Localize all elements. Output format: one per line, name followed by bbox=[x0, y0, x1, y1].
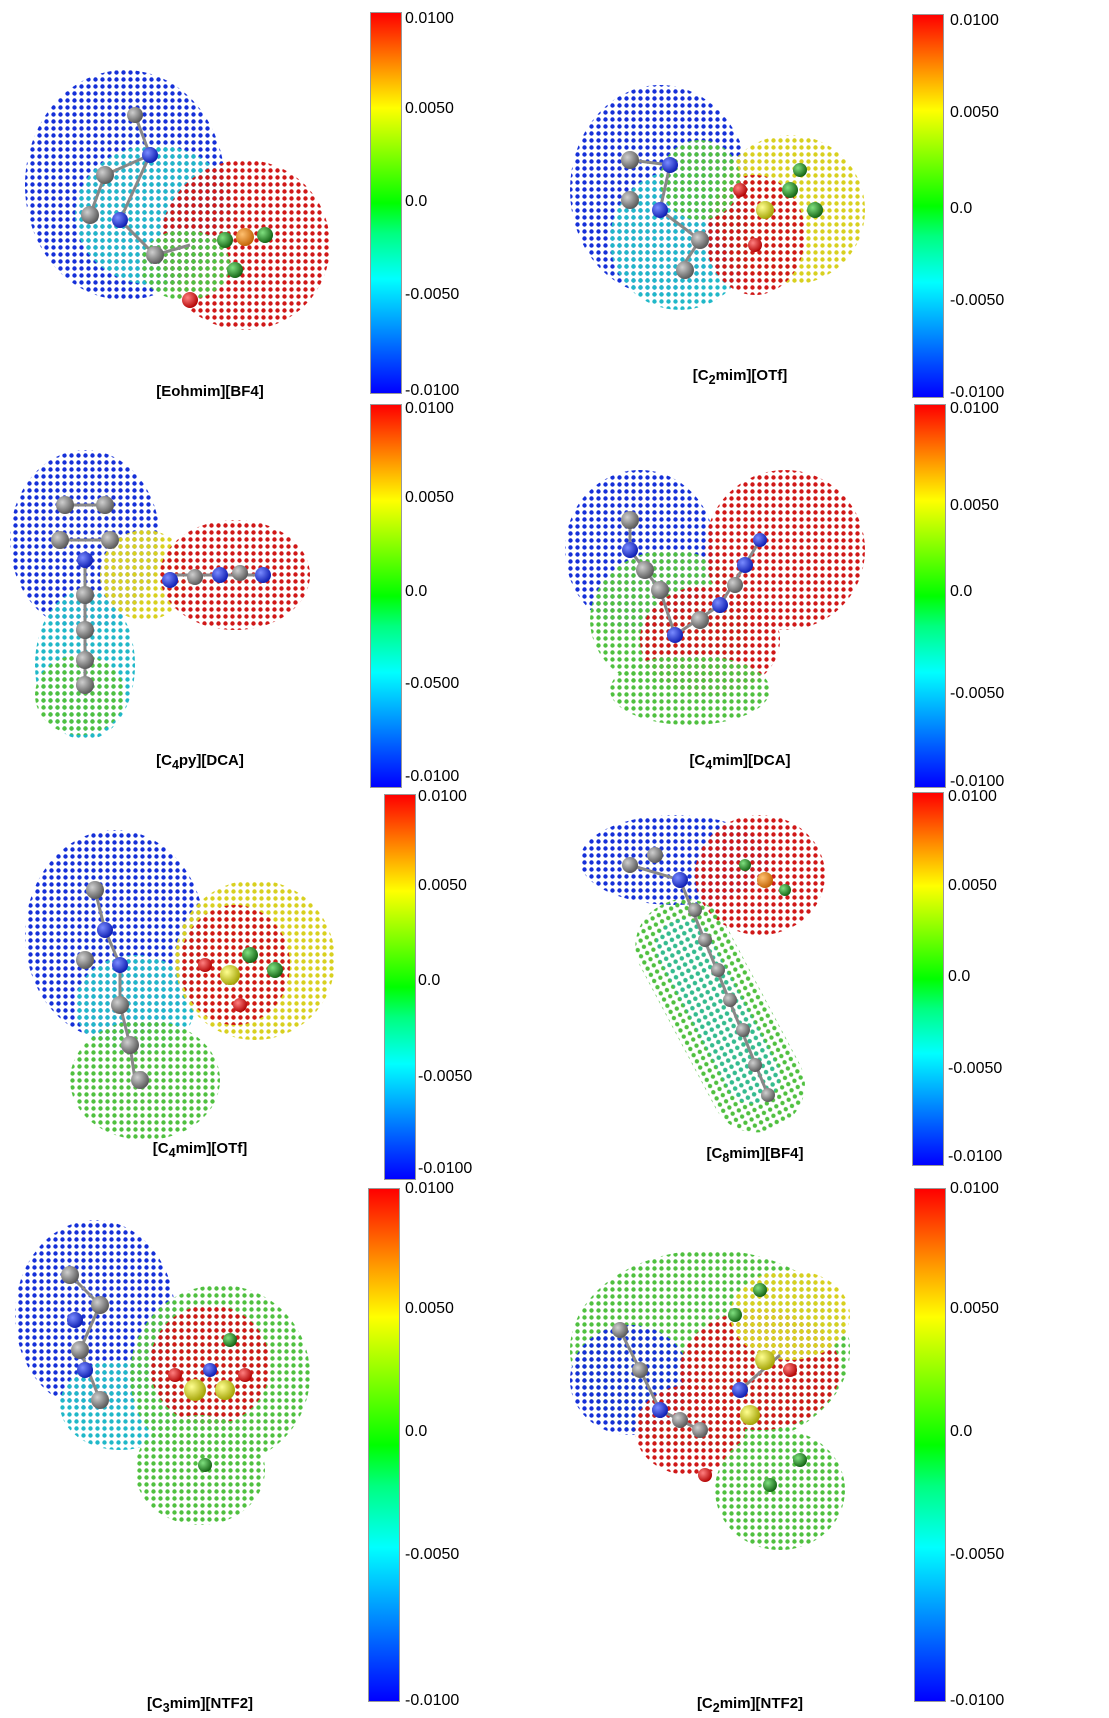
panel-5-colorbar bbox=[384, 794, 416, 1180]
panel-1-tick-max: 0.0100 bbox=[405, 10, 454, 27]
panel-6-colorbar bbox=[912, 792, 944, 1166]
molecule-surface-c4py-dca bbox=[5, 445, 315, 745]
panel-1-colorbar bbox=[370, 12, 402, 394]
molecule-surface-c8mim-bf4 bbox=[560, 810, 880, 1140]
panel-2-caption: [C2mim][OTf] bbox=[692, 367, 788, 387]
panel-7-tick-low: -0.0050 bbox=[405, 1546, 460, 1563]
molecule-surface-c2mim-ntf2 bbox=[560, 1230, 890, 1560]
panel-3-caption: [C4py][DCA] bbox=[156, 752, 244, 772]
molecule-surface-c3mim-ntf2 bbox=[10, 1215, 330, 1545]
panel-2-tick-low: -0.0050 bbox=[950, 292, 1005, 309]
panel-3-tick-mid: 0.0 bbox=[405, 583, 428, 600]
panel-1-tick-low: -0.0050 bbox=[405, 286, 460, 303]
panel-1-caption: [Eohmim][BF4] bbox=[156, 383, 264, 400]
panel-8-colorbar bbox=[914, 1188, 946, 1702]
panel-2-tick-mid: 0.0 bbox=[950, 200, 973, 217]
panel-6-tick-low: -0.0050 bbox=[948, 1060, 1003, 1077]
panel-2-colorbar bbox=[912, 14, 944, 398]
panel-1-tick-min: -0.0100 bbox=[405, 382, 460, 399]
panel-8-tick-low: -0.0050 bbox=[950, 1546, 1005, 1563]
panel-6-tick-max: 0.0100 bbox=[948, 788, 997, 805]
panel-5-tick-high: 0.0050 bbox=[418, 877, 467, 894]
panel-3-tick-low: -0.0500 bbox=[405, 675, 460, 692]
panel-3-tick-high: 0.0050 bbox=[405, 489, 454, 506]
panel-1-tick-mid: 0.0 bbox=[405, 193, 428, 210]
panel-5-tick-mid: 0.0 bbox=[418, 972, 441, 989]
panel-5-caption: [C4mim][OTf] bbox=[152, 1140, 248, 1160]
panel-4-caption: [C4mim][DCA] bbox=[689, 752, 791, 772]
panel-6-tick-high: 0.0050 bbox=[948, 877, 997, 894]
panel-5-tick-low: -0.0050 bbox=[418, 1068, 473, 1085]
panel-2-tick-high: 0.0050 bbox=[950, 104, 999, 121]
panel-5-tick-max: 0.0100 bbox=[418, 788, 467, 805]
molecule-surface-c4mim-otf bbox=[20, 825, 340, 1145]
panel-3-tick-min: -0.0100 bbox=[405, 768, 460, 785]
panel-8-tick-mid: 0.0 bbox=[950, 1423, 973, 1440]
panel-1-tick-high: 0.0050 bbox=[405, 100, 454, 117]
panel-4-tick-mid: 0.0 bbox=[950, 583, 973, 600]
panel-7-tick-max: 0.0100 bbox=[405, 1180, 454, 1197]
panel-5-tick-min: -0.0100 bbox=[418, 1160, 473, 1177]
panel-4-tick-max: 0.0100 bbox=[950, 400, 999, 417]
panel-3-tick-max: 0.0100 bbox=[405, 400, 454, 417]
panel-8-caption: [C2mim][NTF2] bbox=[696, 1695, 804, 1715]
molecule-surface-eohmim-bf4 bbox=[15, 55, 335, 355]
panel-6-caption: [C8mim][BF4] bbox=[706, 1145, 804, 1165]
panel-8-tick-max: 0.0100 bbox=[950, 1180, 999, 1197]
panel-3-colorbar bbox=[370, 404, 402, 788]
panel-2-tick-max: 0.0100 bbox=[950, 12, 999, 29]
panel-6-tick-min: -0.0100 bbox=[948, 1148, 1003, 1165]
molecule-surface-c2mim-otf bbox=[560, 60, 870, 350]
panel-7-tick-min: -0.0100 bbox=[405, 1692, 460, 1709]
panel-4-tick-low: -0.0050 bbox=[950, 685, 1005, 702]
panel-4-tick-high: 0.0050 bbox=[950, 497, 999, 514]
panel-4-colorbar bbox=[914, 404, 946, 788]
molecule-surface-c4mim-dca bbox=[560, 460, 880, 750]
panel-2-tick-min: -0.0100 bbox=[950, 384, 1005, 401]
panel-7-tick-mid: 0.0 bbox=[405, 1423, 428, 1440]
panel-7-caption: [C3mim][NTF2] bbox=[146, 1695, 254, 1715]
panel-7-tick-high: 0.0050 bbox=[405, 1300, 454, 1317]
panel-6-tick-mid: 0.0 bbox=[948, 968, 971, 985]
panel-8-tick-min: -0.0100 bbox=[950, 1692, 1005, 1709]
panel-8-tick-high: 0.0050 bbox=[950, 1300, 999, 1317]
panel-7-colorbar bbox=[368, 1188, 400, 1702]
panel-4-tick-min: -0.0100 bbox=[950, 773, 1005, 790]
